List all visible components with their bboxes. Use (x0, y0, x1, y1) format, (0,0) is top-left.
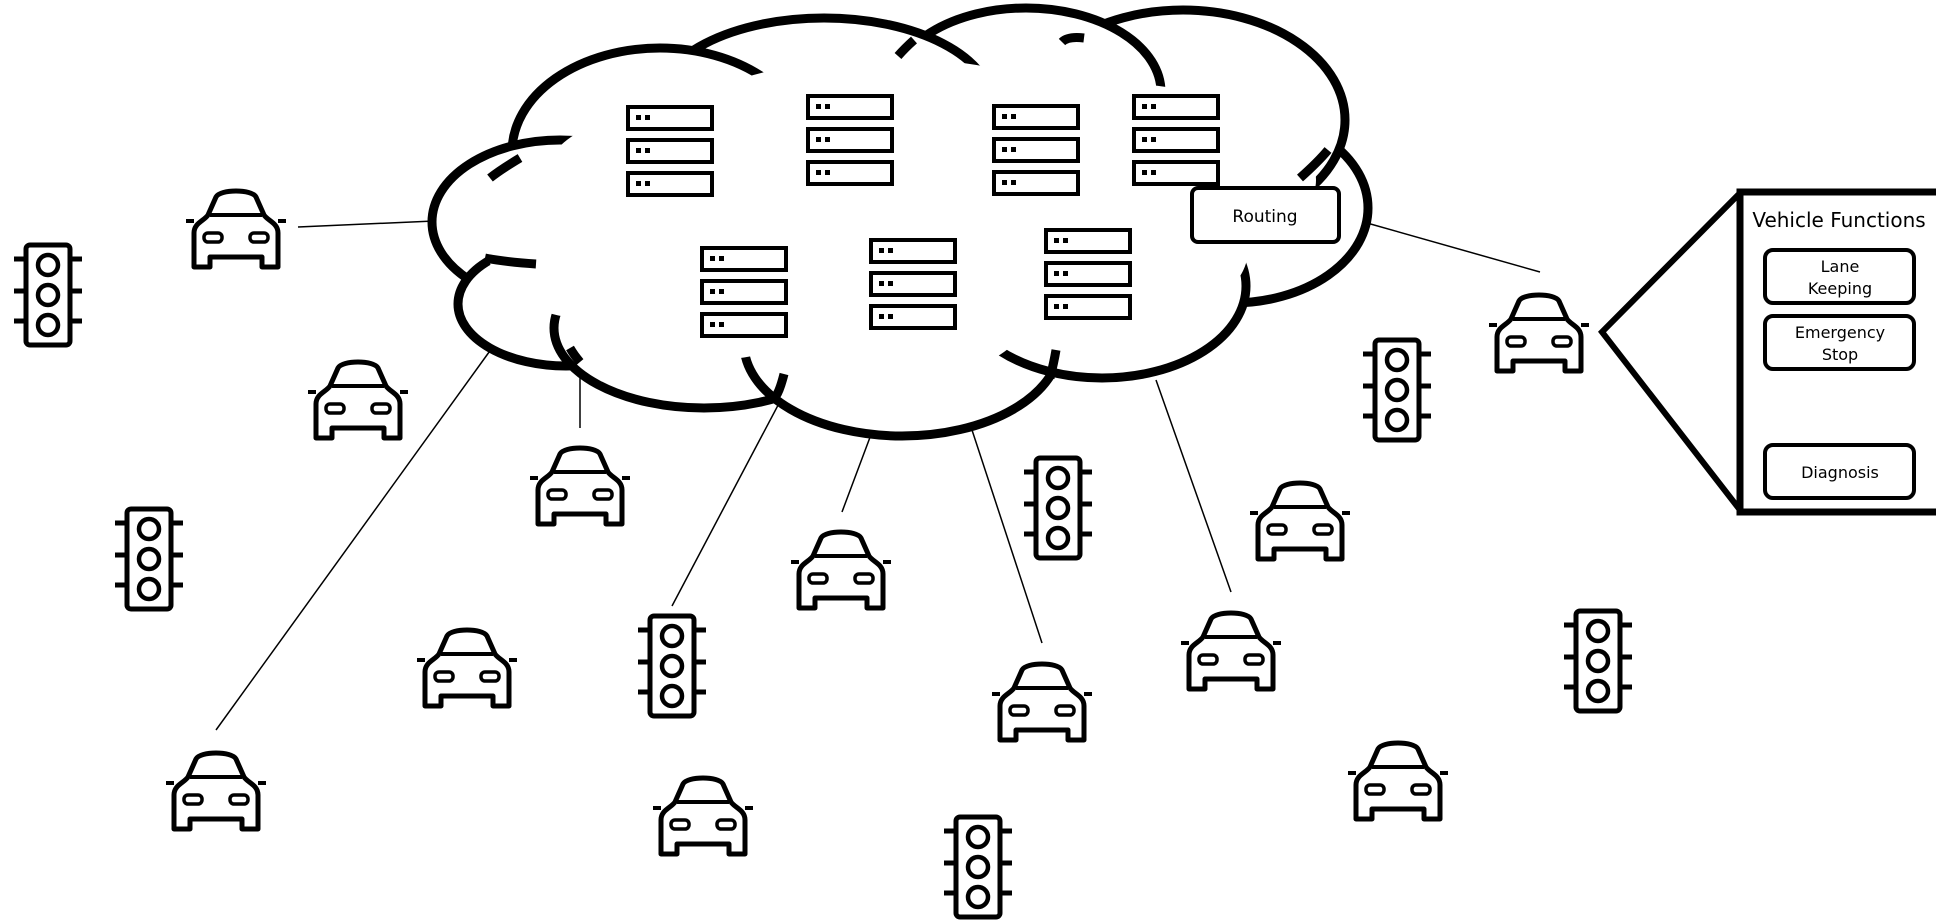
connection-line (297, 220, 435, 228)
car-icon (791, 532, 891, 608)
function-label: Stop (1822, 345, 1858, 364)
function-label: Diagnosis (1801, 463, 1879, 482)
connection-line (1366, 222, 1541, 273)
car-icon (308, 362, 408, 438)
traffic-light-icon (14, 245, 82, 345)
connection-line (671, 391, 786, 607)
function-emergency-stop: Emergency Stop (1763, 314, 1916, 371)
server-icon (992, 104, 1080, 196)
server-icon (1132, 94, 1220, 186)
server-icon (806, 94, 894, 186)
server-icon (1044, 228, 1132, 320)
function-diagnosis: Diagnosis (1763, 443, 1916, 500)
car-icon (1348, 743, 1448, 819)
connection-line (971, 429, 1043, 644)
car-icon (166, 753, 266, 829)
connection-line (215, 347, 493, 731)
car-icon (1250, 483, 1350, 559)
callout-pointer (1598, 190, 1743, 512)
traffic-light-icon (1024, 458, 1092, 558)
connection-lines (215, 220, 1541, 731)
car-icon (653, 778, 753, 854)
connection-line (841, 431, 873, 513)
traffic-light-icon (115, 509, 183, 609)
car-icon (1181, 613, 1281, 689)
connection-line (1155, 379, 1232, 593)
routing-label: Routing (1232, 207, 1297, 227)
server-icon (869, 238, 957, 330)
vehicle-functions-panel: Vehicle Functions Lane Keeping Emergency… (1598, 188, 1936, 516)
function-label: Keeping (1808, 279, 1872, 298)
routing-box: Routing (1190, 186, 1341, 244)
function-lane-keeping: Lane Keeping (1763, 248, 1916, 305)
traffic-light-icon (638, 616, 706, 716)
car-icon (186, 191, 286, 267)
vehicle-functions-title: Vehicle Functions (1752, 208, 1925, 232)
traffic-light-icon (944, 817, 1012, 917)
server-icon (700, 246, 788, 338)
function-label: Lane (1821, 257, 1860, 276)
car-icon (530, 448, 630, 524)
cloud-arc-accents (484, 33, 1332, 399)
traffic-light-icon (1363, 340, 1431, 440)
car-icon (992, 664, 1092, 740)
traffic-light-icon (1564, 611, 1632, 711)
car-icon (1489, 295, 1589, 371)
server-icon (626, 105, 714, 197)
function-label: Emergency (1795, 323, 1885, 342)
car-icon (417, 630, 517, 706)
